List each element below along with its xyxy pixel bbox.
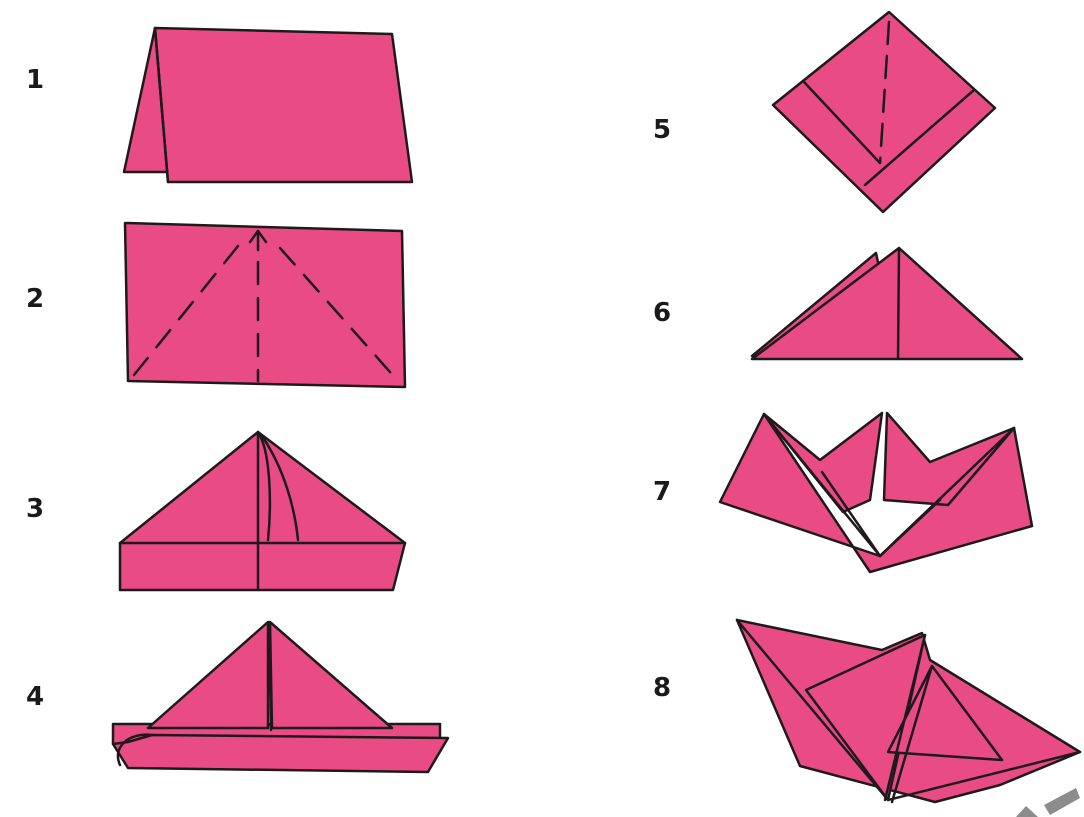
step-number-4: 4: [26, 682, 44, 712]
step-number-5: 5: [653, 115, 671, 145]
step-number-6: 6: [653, 298, 671, 328]
watermark-mark: [1016, 788, 1080, 817]
step-number-3: 3: [26, 494, 44, 524]
step-4-illustration: [111, 620, 450, 774]
step-number-7: 7: [653, 477, 671, 507]
step-8-illustration: [735, 618, 1082, 804]
step-number-1: 1: [26, 65, 44, 95]
fold-guide-lines: [132, 244, 400, 383]
step-2-illustration: [123, 221, 407, 389]
step-number-8: 8: [653, 673, 671, 703]
step-6-illustration: [750, 246, 1024, 361]
step-7-illustration: [718, 411, 1034, 574]
step-5-illustration: [771, 10, 997, 214]
step-1-illustration: [122, 26, 414, 184]
step-3-illustration: [118, 430, 407, 592]
step-number-2: 2: [26, 284, 44, 314]
